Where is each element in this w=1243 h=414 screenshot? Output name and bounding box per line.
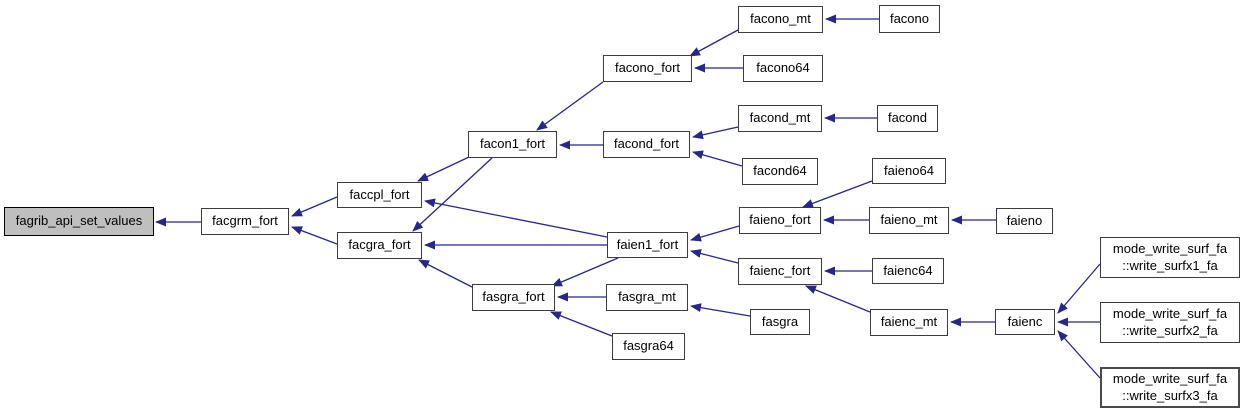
edge-facond_mt-to-facond_fort: [692, 126, 739, 140]
edge-fasgra_fort-to-facgra_fort: [418, 259, 473, 288]
edge-fasgra64-to-fasgra_fort: [550, 311, 613, 337]
edge-faieno64-to-faieno_fort: [802, 180, 873, 208]
node-facono[interactable]: facono: [879, 5, 940, 33]
node-write_surfx3[interactable]: mode_write_surf_fa ::write_surfx3_fa: [1100, 367, 1240, 408]
edge-facon1_fort-to-facgra_fort: [412, 157, 493, 232]
node-fagrib_api_set_values: fagrib_api_set_values: [4, 207, 154, 236]
node-facond_mt[interactable]: facond_mt: [738, 105, 822, 132]
node-fasgra_mt[interactable]: fasgra_mt: [606, 284, 688, 311]
edge-write_surfx1-to-faienc: [1057, 263, 1101, 314]
node-faieno64[interactable]: faieno64: [872, 158, 946, 184]
edge-write_surfx3-to-faienc: [1057, 330, 1101, 379]
node-facono_fort[interactable]: facono_fort: [603, 55, 692, 82]
edge-facono_fort-to-facon1_fort: [536, 81, 604, 131]
edge-facgra_fort-to-facgrm_fort: [291, 226, 338, 245]
node-facgra_fort[interactable]: facgra_fort: [337, 232, 422, 259]
edge-faienc_mt-to-faienc_fort: [805, 285, 871, 313]
node-write_surfx2[interactable]: mode_write_surf_fa ::write_surfx2_fa: [1100, 302, 1240, 343]
node-faienc[interactable]: faienc: [995, 309, 1055, 335]
node-faienc64[interactable]: faienc64: [872, 258, 944, 284]
node-fasgra_fort[interactable]: fasgra_fort: [472, 284, 555, 311]
node-fasgra64[interactable]: fasgra64: [612, 333, 685, 360]
node-facono64[interactable]: facono64: [743, 55, 823, 82]
node-faieno[interactable]: faieno: [996, 208, 1053, 234]
node-write_surfx1[interactable]: mode_write_surf_fa ::write_surfx1_fa: [1100, 237, 1240, 278]
node-fasgra[interactable]: fasgra: [750, 309, 810, 335]
node-faienc_fort[interactable]: faienc_fort: [738, 258, 822, 285]
node-faieno_mt[interactable]: faieno_mt: [869, 207, 949, 234]
node-facond_fort[interactable]: facond_fort: [603, 131, 690, 158]
node-facon1_fort[interactable]: facon1_fort: [468, 131, 557, 158]
node-facond64[interactable]: facond64: [742, 158, 818, 185]
edge-faienc_fort-to-faien1_fort: [690, 249, 739, 264]
node-facond[interactable]: facond: [877, 105, 938, 132]
edge-faien1_fort-to-fasgra_fort: [551, 257, 619, 287]
node-faccpl_fort[interactable]: faccpl_fort: [337, 182, 422, 208]
edge-faccpl_fort-to-facgrm_fort: [291, 196, 338, 217]
edge-facon1_fort-to-faccpl_fort: [417, 156, 470, 182]
node-facgrm_fort[interactable]: facgrm_fort: [201, 208, 289, 235]
edge-fasgra-to-fasgra_mt: [690, 303, 751, 317]
node-faieno_fort[interactable]: faieno_fort: [739, 207, 821, 234]
edge-facond64-to-facond_fort: [692, 150, 743, 167]
edge-layer: [155, 14, 1101, 379]
edge-facono_mt-to-facono_fort: [689, 29, 739, 57]
edge-faien1_fort-to-faccpl_fort: [424, 198, 608, 238]
node-faien1_fort[interactable]: faien1_fort: [607, 232, 688, 258]
node-faienc_mt[interactable]: faienc_mt: [870, 309, 948, 336]
node-facono_mt[interactable]: facono_mt: [738, 6, 823, 33]
edge-faieno_fort-to-faien1_fort: [690, 225, 740, 242]
